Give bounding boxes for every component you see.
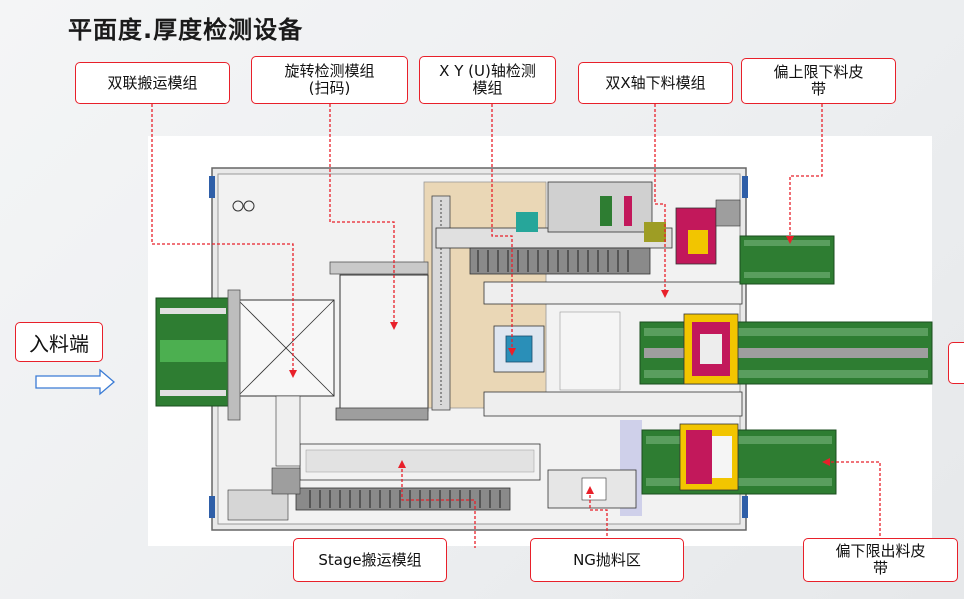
callout-text: Stage搬运模组 bbox=[318, 550, 422, 569]
leader-lines bbox=[151, 104, 881, 548]
callout-text: (扫码) bbox=[308, 79, 351, 97]
foot-tr bbox=[742, 176, 748, 198]
callout-upper-limit-belt: 偏上限下料皮 带 bbox=[741, 58, 896, 104]
rotation-module bbox=[339, 274, 429, 412]
callout-text: 双联搬运模组 bbox=[107, 73, 198, 92]
callout-text: 偏上限下料皮 bbox=[773, 63, 864, 81]
leader-arrowheads bbox=[289, 236, 830, 494]
callout-dual-transfer: 双联搬运模组 bbox=[75, 62, 230, 104]
inlet-label: 入料端 bbox=[15, 322, 103, 362]
callout-text: 模组 bbox=[472, 79, 503, 97]
callout-xyu-inspection: X Y (U)轴检测 模组 bbox=[419, 56, 556, 104]
ng-discard-area bbox=[547, 469, 637, 509]
callout-text: 旋转检测模组 bbox=[284, 62, 375, 80]
callout-text: 带 bbox=[872, 559, 888, 577]
callout-ng-discard: NG抛料区 bbox=[530, 538, 684, 582]
callout-text: NG抛料区 bbox=[573, 550, 641, 569]
foot-bl bbox=[209, 496, 215, 518]
dual-x-rail-lower bbox=[483, 391, 743, 417]
foot-br bbox=[742, 496, 748, 518]
callout-text: 双X轴下料模组 bbox=[605, 73, 706, 92]
inlet-arrow-icon bbox=[35, 368, 115, 396]
outlet-label-partial bbox=[948, 342, 964, 384]
callout-stage-transfer: Stage搬运模组 bbox=[293, 538, 447, 582]
callout-text: X Y (U)轴检测 bbox=[439, 62, 536, 80]
vertical-rail bbox=[431, 195, 451, 411]
callout-lower-limit-belt: 偏下限出料皮 带 bbox=[803, 538, 958, 582]
foot-tl bbox=[209, 176, 215, 198]
callout-dual-x-unload: 双X轴下料模组 bbox=[578, 62, 733, 104]
callout-text: 偏下限出料皮 bbox=[835, 542, 926, 560]
callout-text: 带 bbox=[810, 80, 826, 98]
callout-rotation-inspection: 旋转检测模组 (扫码) bbox=[251, 56, 408, 104]
dual-x-rail-upper bbox=[483, 281, 743, 305]
page-title: 平面度.厚度检测设备 bbox=[68, 16, 304, 44]
